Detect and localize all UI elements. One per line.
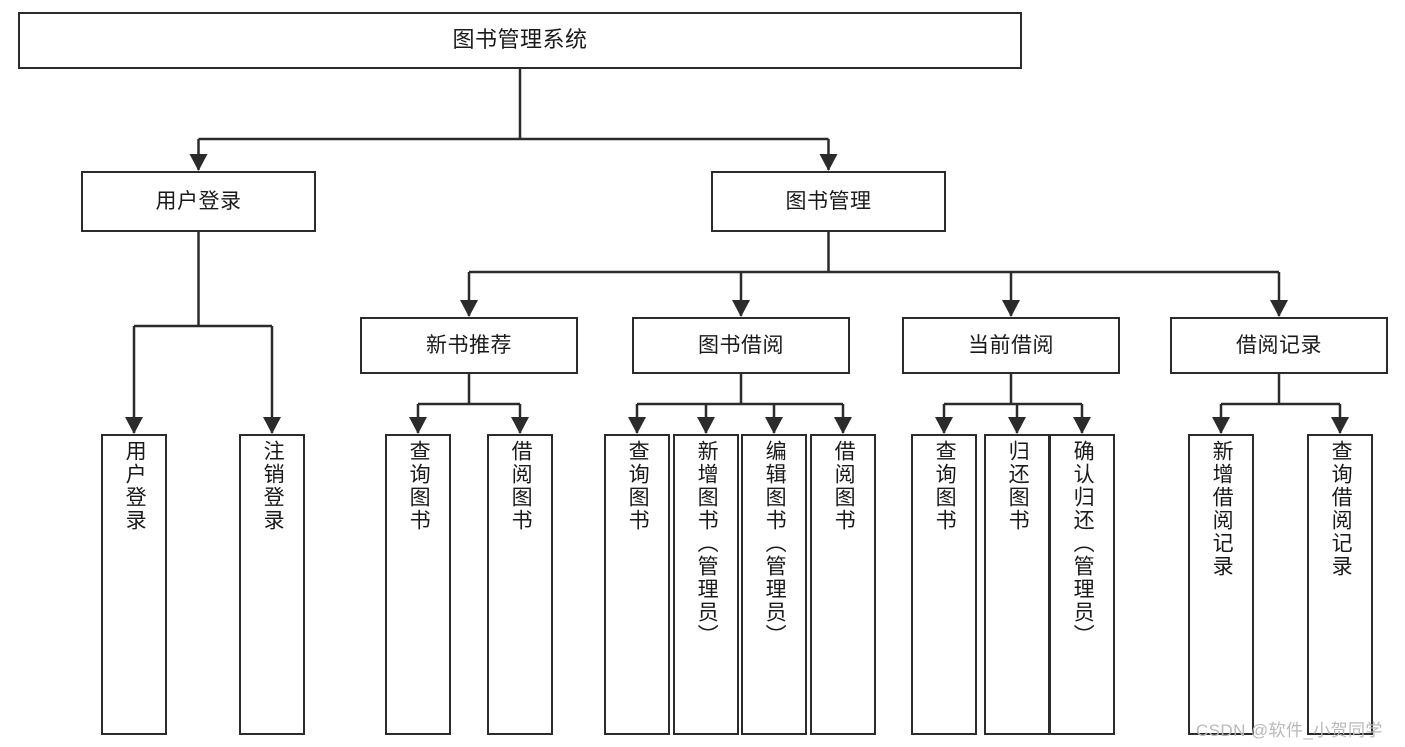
leaf-current-return-book[interactable]: 归还图书	[984, 434, 1050, 735]
leaf-record-query[interactable]: 查询借阅记录	[1307, 434, 1373, 735]
node-root[interactable]: 图书管理系统	[18, 12, 1022, 69]
node-book-management-module[interactable]: 图书管理	[711, 171, 946, 232]
arrowhead-leaf_user_logout	[263, 417, 281, 434]
leaf-new-borrow-book[interactable]: 借阅图书	[487, 434, 553, 735]
leaf-new-borrow-book-label: 借阅图书	[509, 440, 533, 532]
arrowhead-leaf_rec_query	[1331, 417, 1349, 434]
node-root-label: 图书管理系统	[452, 27, 588, 53]
arrowhead-leaf_rec_add	[1212, 417, 1230, 434]
leaf-borrow-add-book-label: 新增图书（管理员）	[695, 440, 719, 647]
arrowhead-leaf_borrow_take	[834, 417, 852, 434]
arrowhead-leaf_borrow_query	[628, 417, 646, 434]
leaf-new-query-book[interactable]: 查询图书	[385, 434, 451, 735]
node-borrow-record[interactable]: 借阅记录	[1170, 317, 1388, 374]
arrowhead-leaf_user_login	[125, 417, 143, 434]
leaf-new-query-book-label: 查询图书	[407, 440, 431, 532]
arrowhead-l3_new	[460, 300, 478, 317]
leaf-borrow-edit-book[interactable]: 编辑图书（管理员）	[741, 434, 807, 735]
node-book-management-module-label: 图书管理	[785, 189, 872, 213]
leaf-borrow-query-book-label: 查询图书	[626, 440, 650, 532]
leaf-user-login-label: 用户登录	[123, 440, 147, 532]
node-new-book-recommend-label: 新书推荐	[426, 333, 512, 357]
arrowhead-l2_user	[189, 154, 208, 171]
watermark: CSDN @软件_小贺同学	[1196, 721, 1383, 740]
leaf-user-logout-label: 注销登录	[261, 440, 285, 532]
leaf-borrow-take-book[interactable]: 借阅图书	[810, 434, 876, 735]
leaf-borrow-edit-book-label: 编辑图书（管理员）	[763, 440, 787, 647]
leaf-borrow-take-book-label: 借阅图书	[832, 440, 856, 532]
leaf-current-query-book[interactable]: 查询图书	[911, 434, 977, 735]
node-borrow-record-label: 借阅记录	[1236, 333, 1322, 357]
leaf-current-query-book-label: 查询图书	[933, 440, 957, 532]
leaf-user-logout[interactable]: 注销登录	[239, 434, 305, 735]
arrowhead-l2_book	[819, 154, 838, 171]
node-user-login-module[interactable]: 用户登录	[81, 171, 316, 232]
arrowhead-leaf_cur_confirm	[1073, 417, 1091, 434]
arrowhead-l3_record	[1270, 300, 1288, 317]
arrowhead-leaf_cur_query	[935, 417, 953, 434]
leaf-current-return-book-label: 归还图书	[1006, 440, 1030, 532]
arrowhead-leaf_new_query	[409, 417, 427, 434]
connector-lines	[125, 69, 1349, 434]
node-current-borrow-label: 当前借阅	[968, 333, 1054, 357]
node-user-login-module-label: 用户登录	[155, 189, 242, 213]
node-book-borrow[interactable]: 图书借阅	[632, 317, 850, 374]
leaf-user-login[interactable]: 用户登录	[101, 434, 167, 735]
leaf-borrow-add-book[interactable]: 新增图书（管理员）	[673, 434, 739, 735]
node-new-book-recommend[interactable]: 新书推荐	[360, 317, 578, 374]
arrowhead-leaf_cur_return	[1008, 417, 1026, 434]
leaf-current-confirm-return[interactable]: 确认归还（管理员）	[1049, 434, 1115, 735]
leaf-record-add-label: 新增借阅记录	[1210, 440, 1234, 578]
arrowhead-leaf_borrow_edit	[765, 417, 783, 434]
leaf-record-add[interactable]: 新增借阅记录	[1188, 434, 1254, 735]
arrowhead-leaf_new_borrow	[511, 417, 529, 434]
node-current-borrow[interactable]: 当前借阅	[902, 317, 1120, 374]
arrowhead-l3_borrow	[732, 300, 750, 317]
arrowhead-leaf_borrow_add	[697, 417, 715, 434]
node-book-borrow-label: 图书借阅	[698, 333, 784, 357]
leaf-current-confirm-return-label: 确认归还（管理员）	[1071, 440, 1095, 647]
leaf-record-query-label: 查询借阅记录	[1329, 440, 1353, 578]
leaf-borrow-query-book[interactable]: 查询图书	[604, 434, 670, 735]
arrowhead-l3_current	[1002, 300, 1020, 317]
